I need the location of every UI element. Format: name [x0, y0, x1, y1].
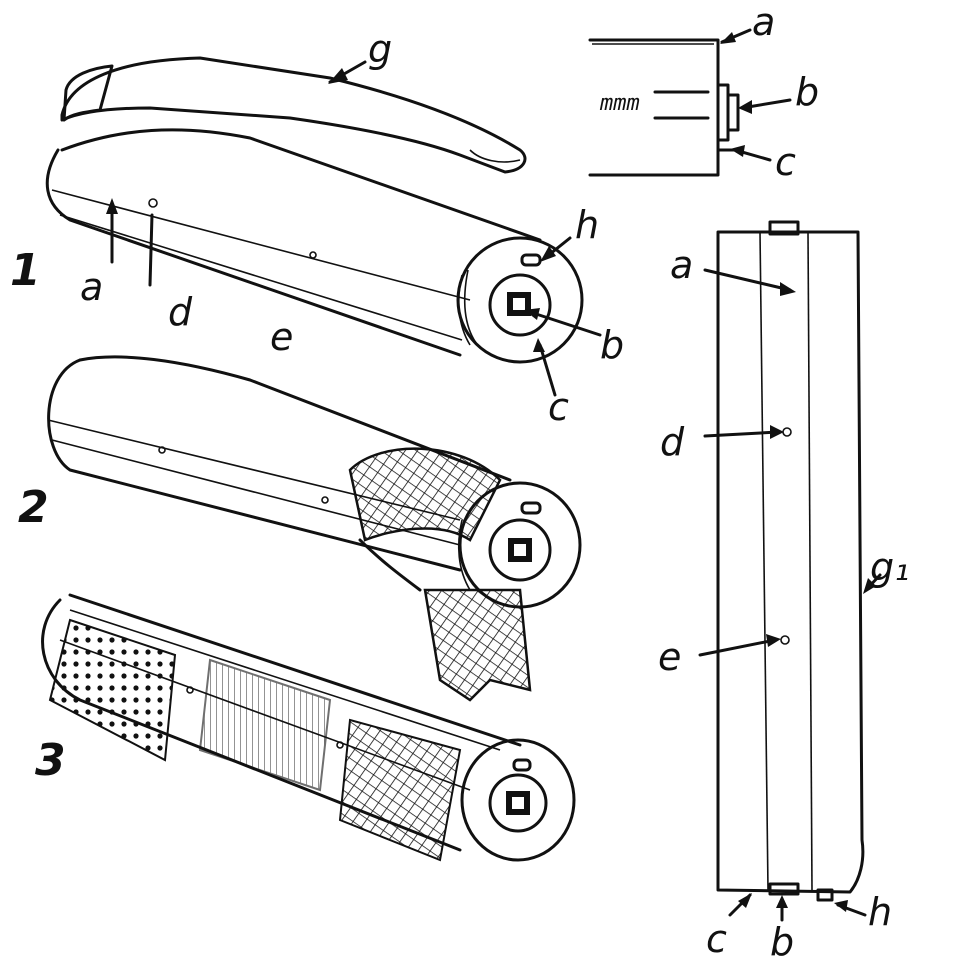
label-fig1-d: d [168, 290, 193, 334]
label-fig1-a: a [80, 265, 103, 309]
label-side-c: c [706, 917, 727, 961]
label-side-g1: g₁ [870, 545, 909, 589]
label-side-e: e [658, 635, 681, 679]
figure-1-arrows [106, 60, 602, 397]
label-side-b: b [770, 920, 794, 964]
figure-number-1: 1 [10, 245, 41, 296]
label-detail-b: b [795, 70, 819, 114]
label-side-a: a [670, 243, 693, 287]
side-view-drawing [698, 220, 882, 922]
label-side-d: d [660, 420, 685, 464]
figure-2-drawing [47, 355, 582, 702]
label-side-h: h [868, 890, 892, 934]
label-detail-a: a [752, 0, 775, 44]
label-fig1-h: h [575, 203, 599, 247]
end-cap-detail [588, 28, 792, 177]
figure-1-drawing [45, 56, 584, 364]
label-fig1-c: c [548, 385, 569, 429]
label-fig1-e: e [270, 315, 293, 359]
label-detail-c: c [775, 140, 796, 184]
label-fig1-g: g [368, 27, 392, 71]
label-fig1-b: b [600, 323, 624, 367]
figure-number-3: 3 [35, 735, 66, 786]
figure-3-drawing [41, 593, 576, 862]
detail-handwriting: mmm [599, 91, 640, 116]
figure-number-2: 2 [18, 482, 49, 533]
